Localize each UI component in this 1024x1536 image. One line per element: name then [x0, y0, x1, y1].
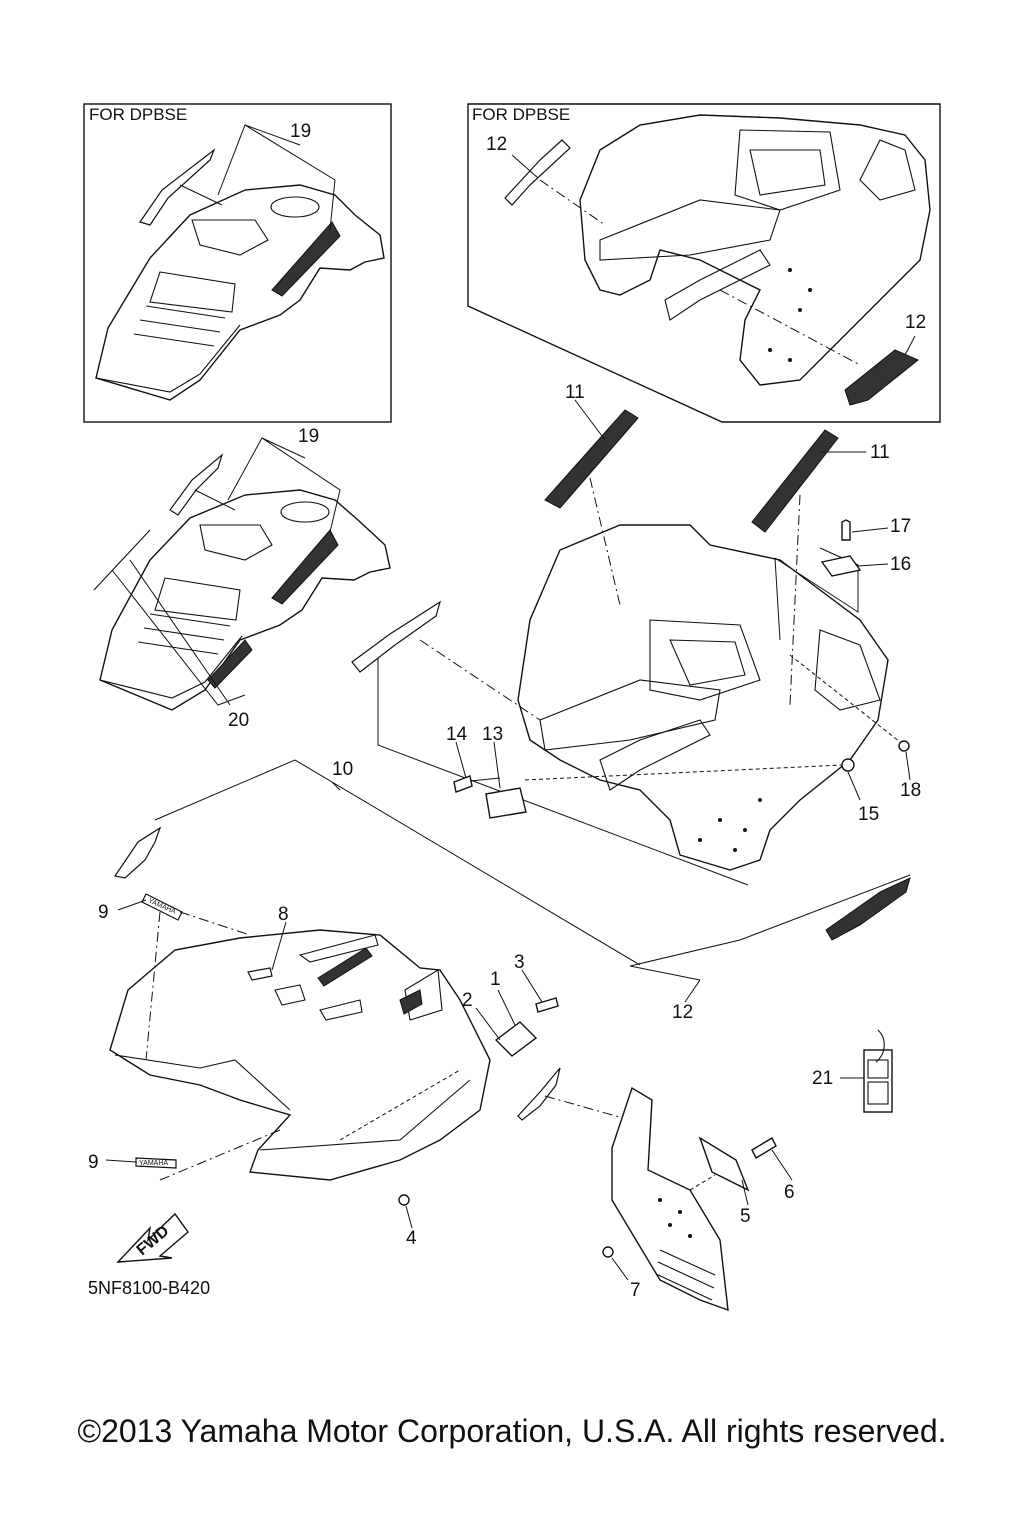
callout-2: 2 [462, 990, 473, 1011]
copyright-notice: ©2013 Yamaha Motor Corporation, U.S.A. A… [77, 1413, 947, 1449]
callout-10: 10 [332, 759, 353, 780]
callout-17: 17 [890, 516, 911, 537]
callout-9-a: 9 [98, 902, 109, 923]
callout-1: 1 [490, 969, 501, 990]
callout-12-a: 12 [486, 134, 507, 155]
callout-14: 14 [446, 724, 468, 745]
callout-20: 20 [228, 710, 249, 731]
fastener-group-1-4: 2 1 3 4 [398, 952, 559, 1249]
inset-box-right: FOR DPBSE 12 12 [467, 103, 941, 423]
diagram-part-code: 5NF8100-B420 [88, 1278, 210, 1298]
decal-9-lower: YAMAHA [135, 1157, 177, 1169]
decal-9-lower-text: YAMAHA [139, 1160, 168, 1167]
callout-11-a: 11 [565, 382, 585, 403]
callout-4: 4 [406, 1228, 417, 1249]
inset-right-label: FOR DPBSE [472, 105, 570, 124]
decal-9-upper: YAMAHA [141, 893, 183, 921]
callout-6: 6 [784, 1182, 795, 1203]
callout-8: 8 [278, 904, 289, 925]
callout-15: 15 [858, 804, 879, 825]
callout-9-b: 9 [88, 1152, 99, 1173]
callout-7: 7 [630, 1280, 641, 1301]
callout-12-b: 12 [905, 312, 926, 333]
front-fender-group: 19 20 [93, 426, 391, 731]
rear-fender-group: 11 11 17 16 18 15 14 13 [351, 382, 921, 886]
callout-5: 5 [740, 1206, 751, 1227]
callout-16: 16 [890, 554, 911, 575]
callout-13: 13 [482, 724, 503, 745]
caution-label-21: 21 [812, 1029, 893, 1113]
callout-21: 21 [812, 1068, 833, 1089]
callout-18: 18 [900, 780, 921, 801]
decal-10-bracket: 10 [113, 759, 641, 1121]
inset-left-label: FOR DPBSE [89, 105, 187, 124]
callout-19-top: 19 [290, 121, 311, 142]
callout-3: 3 [514, 952, 525, 973]
front-fender-lower: 8 YAMAHA 9 YAMAHA 9 [88, 893, 491, 1181]
callout-11-b: 11 [870, 442, 890, 463]
callout-12-c: 12 [672, 1002, 693, 1023]
mud-flap-group: 5 6 7 [602, 1086, 795, 1312]
inset-box-left: FOR DPBSE 19 [83, 103, 392, 423]
fwd-arrow-icon: FWD [116, 1212, 189, 1263]
callout-19-mid: 19 [298, 426, 319, 447]
decal-12-bracket: 12 [629, 874, 911, 1023]
